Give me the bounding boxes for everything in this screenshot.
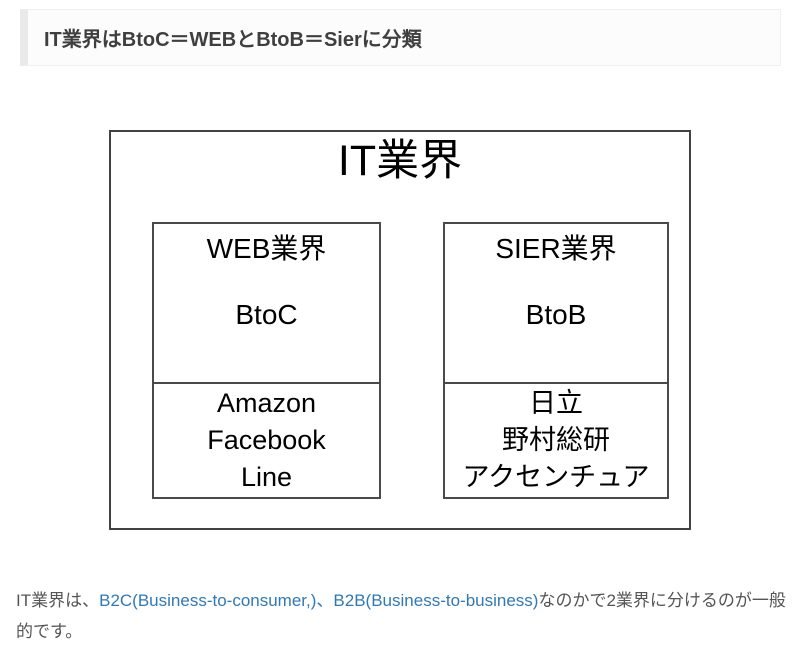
- sier-industry-box: SIER業界 BtoB 日立 野村総研 アクセンチュア: [443, 222, 669, 499]
- paragraph-outro-text: なのかで2業界に分けるのが一般的です。: [16, 591, 786, 641]
- web-box-top-section: WEB業界 BtoC: [154, 224, 379, 382]
- sier-box-label: SIER業界: [495, 233, 617, 264]
- web-box-companies-section: Amazon Facebook Line: [154, 382, 379, 497]
- company-name: アクセンチュア: [462, 462, 650, 492]
- link-separator: 、: [316, 591, 334, 610]
- it-industry-diagram: IT業界 WEB業界 BtoC Amazon Facebook Line SIE…: [109, 130, 691, 530]
- company-name: Amazon: [216, 388, 317, 418]
- b2b-link[interactable]: B2B(Business-to-business): [333, 591, 539, 610]
- company-name: 野村総研: [502, 425, 610, 455]
- article-heading-text: IT業界はBtoC＝WEBとBtoB＝Sierに分類: [44, 29, 422, 51]
- company-name: 日立: [529, 388, 583, 418]
- body-paragraph: IT業界は、B2C(Business-to-consumer,)、B2B(Bus…: [16, 585, 788, 647]
- web-box-business-model: BtoC: [235, 299, 298, 330]
- sier-box-top-section: SIER業界 BtoB: [445, 224, 667, 382]
- sier-box-companies-section: 日立 野村総研 アクセンチュア: [445, 382, 667, 497]
- web-box-label: WEB業界: [206, 233, 327, 264]
- article-heading: IT業界はBtoC＝WEBとBtoB＝Sierに分類: [20, 9, 781, 66]
- sier-box-business-model: BtoB: [525, 299, 587, 330]
- company-name: Facebook: [207, 425, 326, 455]
- company-name: Line: [240, 462, 293, 492]
- b2c-link[interactable]: B2C(Business-to-consumer,): [99, 591, 317, 610]
- paragraph-intro-text: IT業界は、: [16, 591, 100, 610]
- web-industry-box: WEB業界 BtoC Amazon Facebook Line: [152, 222, 381, 499]
- diagram-title: IT業界: [337, 137, 463, 185]
